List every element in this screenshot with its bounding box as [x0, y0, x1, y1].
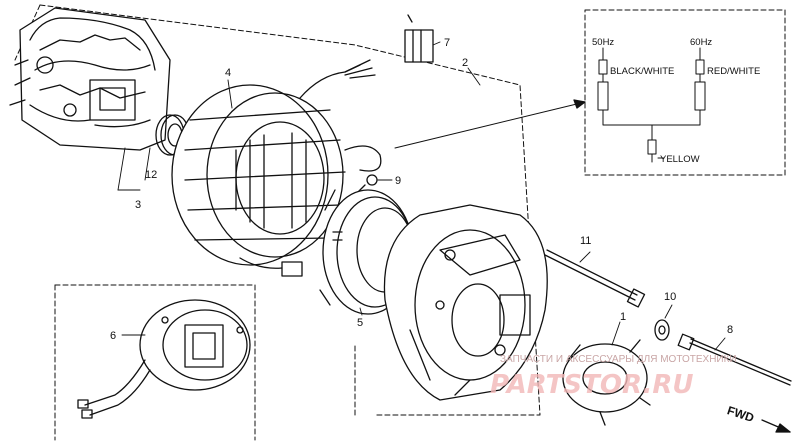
callout-11: 11 [580, 235, 591, 247]
callout-2: 2 [462, 57, 468, 69]
callout-5: 5 [357, 317, 363, 329]
starter-cup-1 [562, 339, 651, 426]
bolt-11 [544, 249, 646, 308]
inset-red-white-label: RED/WHITE [707, 66, 760, 77]
washer-10 [654, 319, 670, 341]
callout-6: 6 [110, 330, 116, 342]
callout-7: 7 [444, 37, 450, 49]
watermark-brand: PARTSTOR.RU [490, 370, 693, 400]
callout-9: 9 [395, 175, 401, 187]
inset-60hz-label: 60Hz [690, 37, 712, 48]
callout-8: 8 [727, 324, 733, 336]
engine-housing [9, 7, 171, 151]
connector-7 [404, 14, 434, 63]
watermark-line: ЗАПЧАСТИ И АКСЕССУАРЫ ДЛЯ МОТОТЕХНИКИ [500, 354, 737, 365]
callout-leaders [117, 41, 726, 351]
inset-black-white-label: BLACK/WHITE [610, 66, 674, 77]
inset-wiring [597, 47, 706, 163]
callout-12: 12 [145, 169, 157, 181]
inset-yellow-label: YELLOW [660, 154, 700, 165]
stator-4 [171, 59, 382, 277]
wiring-inset-box [584, 9, 786, 176]
inset-50hz-label: 50Hz [592, 37, 614, 48]
pulser-coil-6 [77, 299, 251, 419]
assembly-outline [14, 4, 541, 416]
callout-10: 10 [664, 291, 676, 303]
callout-3: 3 [135, 199, 141, 211]
callout-1: 1 [620, 311, 626, 323]
end-cover-2 [383, 204, 548, 401]
bolt-8 [677, 333, 792, 386]
inset-pointer-line [394, 101, 586, 149]
component-6-box [54, 284, 256, 441]
fwd-label: FWD [725, 403, 756, 425]
callout-4: 4 [225, 67, 231, 79]
fwd-arrow [761, 419, 791, 433]
inset-pointer-arrow [573, 99, 586, 109]
